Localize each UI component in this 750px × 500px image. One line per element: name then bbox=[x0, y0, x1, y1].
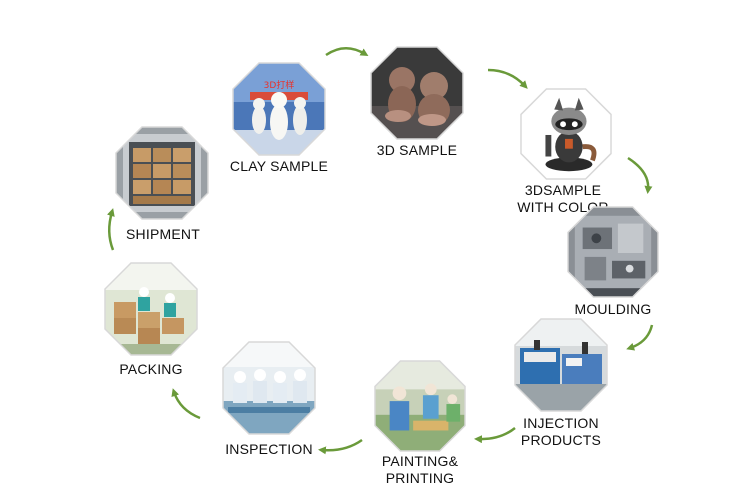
brown-monkey-figurine-photo-icon bbox=[370, 46, 464, 140]
step-clay-sample: 3D打样 bbox=[232, 62, 326, 156]
step-label: INJECTION PRODUCTS bbox=[520, 415, 602, 448]
step-moulding bbox=[567, 206, 659, 298]
step-label: SHIPMENT bbox=[126, 226, 200, 242]
step-3dsample-with-color bbox=[520, 88, 612, 180]
svg-text:3D打样: 3D打样 bbox=[264, 79, 295, 91]
step-label: CLAY SAMPLE bbox=[229, 158, 329, 174]
step-shipment bbox=[115, 126, 209, 220]
arrow-painting-to-inspection bbox=[318, 438, 363, 455]
step-packing bbox=[104, 262, 198, 356]
step-label: INSPECTION bbox=[225, 441, 313, 457]
steel-mould-photo-icon bbox=[567, 206, 659, 298]
step-label: 3D SAMPLE bbox=[376, 142, 458, 158]
step-label: PAINTING& PRINTING bbox=[381, 453, 459, 486]
step-label: PACKING bbox=[119, 361, 183, 377]
arrow-clay-to-3d bbox=[325, 47, 369, 57]
step-label: MOULDING bbox=[574, 301, 652, 317]
step-inspection bbox=[222, 341, 316, 435]
injection-factory-photo-icon bbox=[514, 318, 608, 412]
packing-warehouse-photo-icon bbox=[104, 262, 198, 356]
step-label: 3DSAMPLE WITH COLOR bbox=[517, 182, 609, 215]
step-painting-printing bbox=[374, 360, 466, 452]
arrow-injection-to-painting bbox=[474, 427, 516, 444]
arrow-color-to-moulding bbox=[627, 156, 653, 194]
white-figurine-photo-icon: 3D打样 bbox=[232, 62, 326, 156]
arrow-moulding-to-injection bbox=[626, 324, 654, 351]
raccoon-figurine-photo-icon bbox=[520, 88, 612, 180]
arrow-3d-to-color bbox=[487, 68, 528, 89]
step-3d-sample bbox=[370, 46, 464, 140]
painting-workers-photo-icon bbox=[374, 360, 466, 452]
arrow-packing-to-shipment bbox=[107, 208, 115, 251]
inspection-workers-photo-icon bbox=[222, 341, 316, 435]
arrow-inspection-to-packing bbox=[171, 388, 201, 420]
container-boxes-photo-icon bbox=[115, 126, 209, 220]
step-injection-products bbox=[514, 318, 608, 412]
